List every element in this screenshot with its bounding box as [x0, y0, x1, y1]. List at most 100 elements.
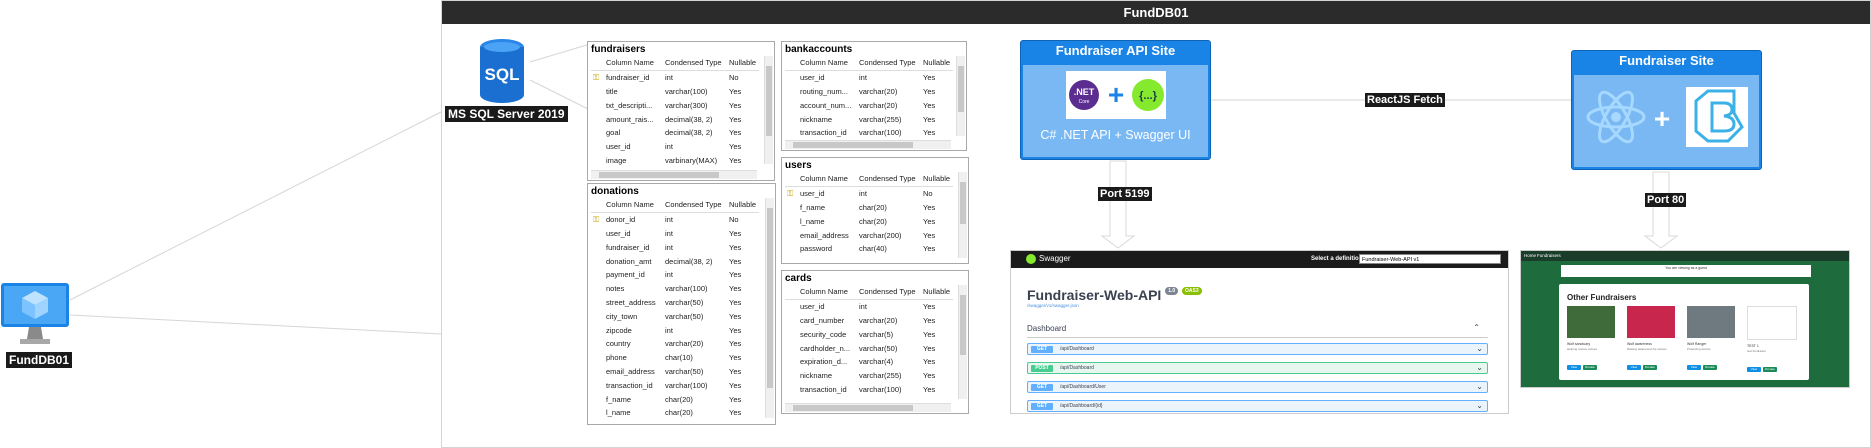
- chevron-down-icon[interactable]: ⌄: [1476, 382, 1483, 391]
- chevron-down-icon[interactable]: ⌄: [1476, 401, 1483, 410]
- table-cards[interactable]: cards Column Name Condensed Type Nullabl…: [781, 270, 969, 414]
- primary-key-icon: ⚿: [593, 214, 600, 224]
- column-nullable: No: [729, 215, 739, 225]
- table-name: users: [785, 160, 812, 171]
- donate-button[interactable]: Donate: [1643, 365, 1657, 370]
- table-bankaccounts[interactable]: bankaccounts Column Name Condensed Type …: [781, 41, 967, 151]
- table-donations[interactable]: donations Column Name Condensed Type Nul…: [587, 183, 776, 425]
- chevron-down-icon[interactable]: ⌄: [1476, 363, 1483, 372]
- column-name: routing_num...: [800, 86, 848, 96]
- vertical-scrollbar[interactable]: [764, 56, 773, 164]
- column-name: nickname: [800, 114, 833, 124]
- column-type: char(40): [859, 244, 887, 254]
- table-row: cardholder_n...varchar(50)Yes: [785, 341, 953, 355]
- card-heading: Other Fundraisers: [1567, 293, 1637, 302]
- spec-link[interactable]: /swagger/v1/swagger.json: [1027, 303, 1079, 308]
- swagger-logo-icon: [1132, 79, 1164, 111]
- donate-button[interactable]: Donate: [1583, 365, 1597, 370]
- dotnet-logo-icon: [1069, 80, 1099, 110]
- operation-get[interactable]: GET/api/Dashboard/{id}⌄: [1027, 400, 1488, 412]
- api-title: Fundraiser-Web-API 1.0 OAS3: [1027, 287, 1202, 303]
- column-nullable: Yes: [729, 394, 742, 404]
- web-site-node[interactable]: Fundraiser Site +: [1571, 50, 1762, 170]
- nav-home[interactable]: Home: [1524, 253, 1537, 258]
- column-name: donor_id: [606, 215, 636, 225]
- horizontal-scrollbar[interactable]: [785, 140, 951, 149]
- definition-label: Select a definition: [1311, 256, 1363, 262]
- column-type: int: [665, 73, 673, 83]
- bootstrap-logo-icon: [1694, 89, 1744, 143]
- column-type: int: [859, 73, 867, 83]
- header-column-name: Column Name: [798, 56, 857, 71]
- fundraiser-title: Wolf sanctuary: [1567, 342, 1591, 346]
- fundraiser-site-screenshot[interactable]: Home Fundraisers You are viewing as a gu…: [1520, 250, 1850, 388]
- vertical-scrollbar[interactable]: [958, 285, 967, 399]
- swagger-ui-screenshot[interactable]: Swagger Select a definition Fundraiser-W…: [1010, 250, 1509, 414]
- operation-post[interactable]: POST/api/Dashboard⌄: [1027, 362, 1488, 374]
- nav-fundraisers[interactable]: Fundraisers: [1537, 253, 1561, 258]
- column-type: int: [859, 189, 867, 199]
- endpoint-path: /api/Dashboard/{id}: [1060, 403, 1103, 409]
- svg-text:Core: Core: [1079, 99, 1090, 105]
- column-nullable: Yes: [923, 384, 936, 394]
- column-name: amount_rais...: [606, 114, 654, 124]
- vertical-scrollbar[interactable]: [958, 172, 967, 258]
- api-site-node[interactable]: Fundraiser API Site .NET Core + {...} C#…: [1020, 40, 1211, 160]
- column-grid: Column Name Condensed Type Nullable ⚿use…: [785, 172, 953, 256]
- column-nullable: No: [923, 189, 933, 199]
- donate-button[interactable]: Donate: [1763, 367, 1777, 372]
- chevron-up-icon[interactable]: ⌃: [1473, 323, 1480, 332]
- header-column-name: Column Name: [604, 198, 663, 213]
- view-button[interactable]: View: [1687, 365, 1701, 370]
- column-grid: Column Name Condensed Type Nullable user…: [785, 285, 953, 396]
- column-nullable: Yes: [923, 114, 936, 124]
- column-grid: Column Name Condensed Type Nullable user…: [785, 56, 953, 140]
- tag-dashboard[interactable]: Dashboard: [1027, 324, 1067, 333]
- donate-button[interactable]: Donate: [1703, 365, 1717, 370]
- fundraiser-desc: Raising awareness for wolves: [1627, 347, 1667, 351]
- vertical-scrollbar[interactable]: [956, 56, 965, 136]
- column-name: transaction_id: [800, 384, 847, 394]
- guest-banner: You are viewing as a guest: [1561, 265, 1811, 277]
- operation-get[interactable]: GET/api/Dashboard⌄: [1027, 343, 1488, 355]
- column-nullable: Yes: [923, 216, 936, 226]
- horizontal-scrollbar[interactable]: [785, 403, 951, 412]
- view-button[interactable]: View: [1567, 365, 1581, 370]
- column-name: account_num...: [800, 100, 852, 110]
- view-button[interactable]: View: [1627, 365, 1641, 370]
- vertical-scrollbar[interactable]: [765, 198, 774, 418]
- column-name: transaction_id: [800, 128, 847, 138]
- horizontal-scrollbar[interactable]: [591, 170, 757, 179]
- definition-select[interactable]: Fundraiser-Web-API v1: [1359, 254, 1501, 264]
- column-type: varchar(255): [859, 371, 902, 381]
- column-nullable: Yes: [729, 366, 742, 376]
- web-site-title: Fundraiser Site: [1619, 53, 1714, 68]
- table-row: amount_rais...decimal(38, 2)Yes: [591, 112, 759, 126]
- operation-get[interactable]: GET/api/Dashboard/User⌄: [1027, 381, 1488, 393]
- column-nullable: Yes: [923, 371, 936, 381]
- table-name: donations: [591, 186, 639, 197]
- column-type: decimal(38, 2): [665, 128, 713, 138]
- table-users[interactable]: users Column Name Condensed Type Nullabl…: [781, 157, 969, 264]
- column-nullable: Yes: [729, 142, 742, 152]
- chevron-down-icon[interactable]: ⌄: [1476, 344, 1483, 353]
- header-nullable: Nullable: [921, 172, 953, 187]
- view-button[interactable]: View: [1747, 367, 1761, 372]
- table-fundraisers[interactable]: fundraisers Column Name Condensed Type N…: [587, 41, 775, 181]
- column-type: char(20): [665, 408, 693, 418]
- fundraiser-desc: Helping rescue wolves: [1567, 347, 1598, 351]
- column-nullable: Yes: [923, 230, 936, 240]
